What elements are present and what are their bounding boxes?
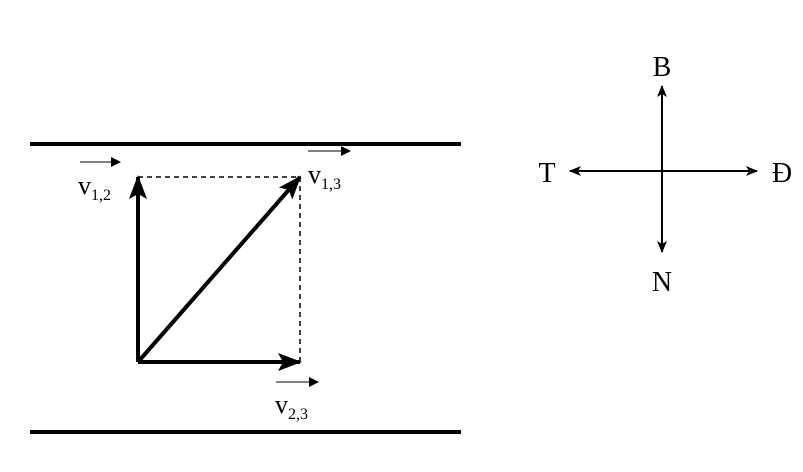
label-v12: v1,2: [78, 157, 121, 204]
compass-north-label: B: [653, 52, 672, 83]
compass-east-label: Đ: [772, 158, 792, 189]
svg-text:v2,3: v2,3: [275, 390, 308, 423]
compass-south-label: N: [652, 267, 672, 298]
v23-subscript: 2,3: [288, 406, 308, 423]
compass-rose: B N T Đ: [538, 52, 792, 298]
v12-letter: v: [78, 171, 91, 200]
v23-letter: v: [275, 390, 288, 419]
svg-text:v1,3: v1,3: [308, 160, 341, 193]
label-v13: v1,3: [308, 146, 351, 193]
label-v23: v2,3: [275, 377, 319, 423]
vector-v13-arrow: [136, 175, 302, 364]
svg-text:v1,2: v1,2: [78, 171, 111, 204]
compass-west-label: T: [538, 158, 555, 189]
v12-subscript: 1,2: [91, 187, 111, 204]
v13-letter: v: [308, 160, 321, 189]
v13-subscript: 1,3: [321, 176, 341, 193]
